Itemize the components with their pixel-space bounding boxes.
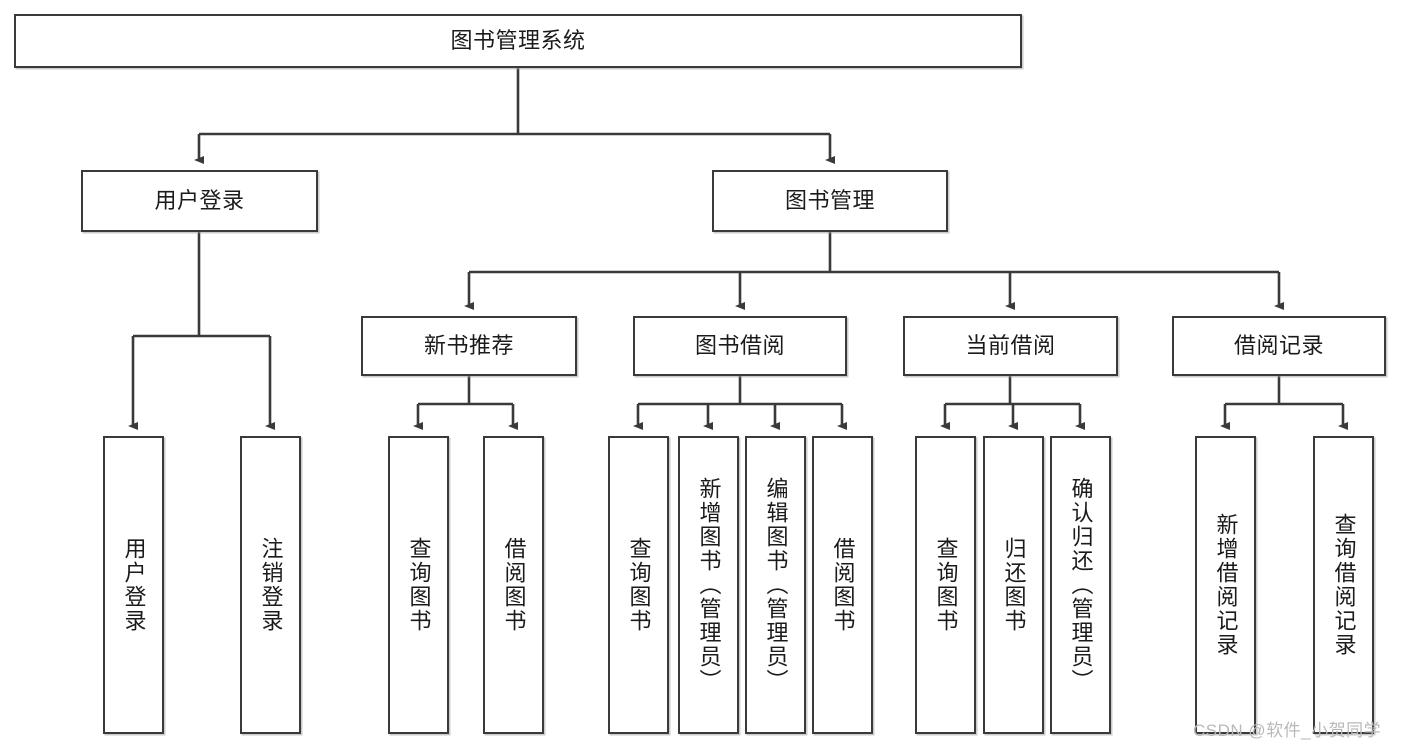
node-leaf-8[interactable]: 查询图书	[915, 436, 976, 734]
node-level3-0[interactable]: 新书推荐	[361, 316, 577, 376]
node-label: 图书借阅	[694, 332, 785, 358]
node-level2-1[interactable]: 图书管理	[712, 170, 948, 232]
node-label: 用户登录	[154, 187, 245, 213]
node-label: 新增图书（管理员）	[696, 477, 722, 693]
node-label: 用户登录	[121, 537, 147, 633]
node-label: 查询图书	[406, 537, 432, 633]
node-level2-0[interactable]: 用户登录	[81, 170, 318, 232]
node-leaf-7[interactable]: 借阅图书	[812, 436, 873, 734]
node-label: 新增借阅记录	[1213, 513, 1239, 657]
node-leaf-3[interactable]: 借阅图书	[483, 436, 544, 734]
node-leaf-11[interactable]: 新增借阅记录	[1195, 436, 1256, 734]
node-label: 图书管理	[784, 187, 875, 213]
node-label: 归还图书	[1001, 537, 1027, 633]
node-leaf-6[interactable]: 编辑图书（管理员）	[745, 436, 806, 734]
node-label: 当前借阅	[965, 332, 1056, 358]
node-label: 确认归还（管理员）	[1068, 477, 1094, 693]
node-leaf-4[interactable]: 查询图书	[608, 436, 669, 734]
node-leaf-1[interactable]: 注销登录	[240, 436, 301, 734]
node-leaf-5[interactable]: 新增图书（管理员）	[678, 436, 739, 734]
node-root[interactable]: 图书管理系统	[14, 14, 1022, 68]
node-level3-2[interactable]: 当前借阅	[903, 316, 1118, 376]
csdn-watermark: CSDN @软件_小贺同学	[1193, 721, 1382, 740]
node-level3-3[interactable]: 借阅记录	[1172, 316, 1386, 376]
node-label: 查询图书	[933, 537, 959, 633]
node-label: 借阅记录	[1233, 332, 1324, 358]
node-label: 注销登录	[258, 537, 284, 633]
node-leaf-0[interactable]: 用户登录	[103, 436, 164, 734]
node-leaf-12[interactable]: 查询借阅记录	[1313, 436, 1374, 734]
node-label: 新书推荐	[423, 332, 514, 358]
node-label: 查询借阅记录	[1331, 513, 1357, 657]
node-label: 借阅图书	[501, 537, 527, 633]
node-leaf-10[interactable]: 确认归还（管理员）	[1050, 436, 1111, 734]
node-label: 查询图书	[626, 537, 652, 633]
node-label: 借阅图书	[830, 537, 856, 633]
node-leaf-9[interactable]: 归还图书	[983, 436, 1044, 734]
node-label: 图书管理系统	[450, 27, 586, 53]
node-leaf-2[interactable]: 查询图书	[388, 436, 449, 734]
node-level3-1[interactable]: 图书借阅	[633, 316, 847, 376]
node-label: 编辑图书（管理员）	[763, 477, 789, 693]
